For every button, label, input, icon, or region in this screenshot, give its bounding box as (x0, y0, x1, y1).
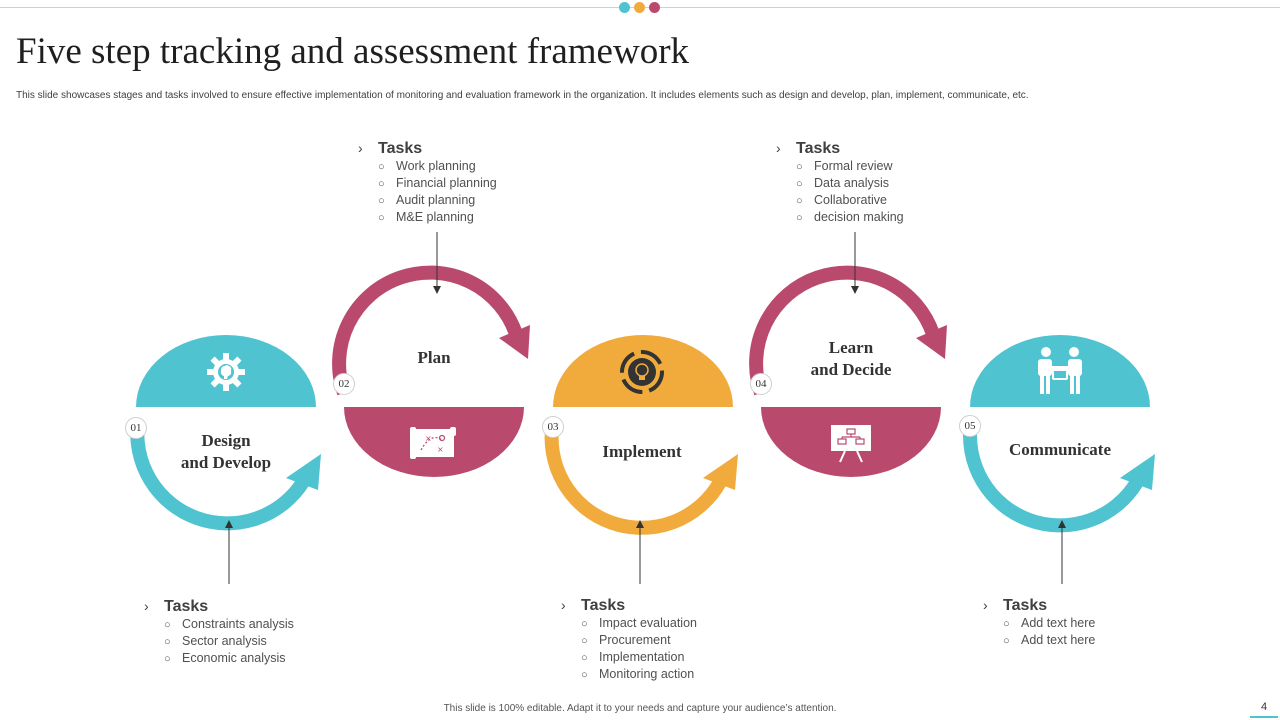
bullet-circle-icon: ○ (581, 635, 588, 647)
bullet-circle-icon: ○ (378, 212, 385, 224)
bullet-circle-icon: ○ (581, 652, 588, 664)
list-item: ○Collaborative (796, 193, 887, 207)
step-3-ring-arrow (544, 420, 727, 535)
presentation-chart-icon (831, 425, 871, 463)
list-item: ○Data analysis (796, 176, 890, 190)
chevron-right-icon: › (144, 598, 149, 614)
step-4-arrow-head (916, 325, 947, 359)
bullet-circle-icon: ○ (796, 212, 803, 224)
step-4-tasks: › Tasks ○Formal review ○Data analysis ○Co… (776, 139, 904, 226)
bullet-circle-icon: ○ (378, 195, 385, 207)
list-item: ○Work planning (378, 159, 476, 173)
step-1-label-line1: Design (201, 431, 251, 450)
list-item: ○Sector analysis (164, 634, 267, 648)
chevron-right-icon: › (358, 140, 363, 156)
step-4-task-list: ○Formal review ○Data analysis ○Collabora… (796, 158, 904, 226)
step-2-task-list: ○Work planning ○Financial planning ○Audi… (378, 158, 497, 226)
step-4-number: 04 (750, 373, 772, 395)
list-item: ○Implementation (581, 650, 685, 664)
step-1-task-list: ○Constraints analysis ○Sector analysis ○… (164, 616, 294, 667)
bullet-circle-icon: ○ (1003, 618, 1010, 630)
bullet-circle-icon: ○ (164, 636, 171, 648)
page-number-underline (1250, 716, 1278, 718)
step-5-arrow-head (1120, 454, 1155, 490)
step-3-label-line1: Implement (602, 442, 682, 461)
bullet-circle-icon: ○ (378, 178, 385, 190)
step-3-tasks: › Tasks ○Impact evaluation ○Procurement ○… (561, 596, 697, 683)
step-5-task-list: ○Add text here ○Add text here (1003, 615, 1095, 649)
step-1-number: 01 (125, 417, 147, 439)
page-number: 4 (1260, 701, 1268, 713)
bullet-circle-icon: ○ (581, 618, 588, 630)
bullet-circle-icon: ○ (796, 161, 803, 173)
step-4-ring-arrow (749, 265, 940, 396)
list-item: ○Impact evaluation (581, 616, 697, 630)
step-2-label-line1: Plan (417, 348, 451, 367)
chevron-right-icon: › (983, 597, 988, 613)
handshake-people-icon (1038, 347, 1082, 394)
list-item: ○Economic analysis (164, 651, 286, 665)
step-3-tasks-title: Tasks (581, 597, 626, 614)
dot-magenta (649, 2, 660, 13)
header-dots (619, 2, 660, 13)
bullet-circle-icon: ○ (1003, 635, 1010, 647)
list-item: ○Procurement (581, 633, 671, 647)
step-4-label-line1: Learn (828, 338, 874, 357)
step-2-ring-arrow (332, 265, 523, 396)
step-2-label: Plan (364, 347, 504, 369)
bullet-circle-icon: ○ (164, 653, 171, 665)
list-item: ○Add text here (1003, 633, 1096, 647)
step-1-tasks: › Tasks ○Constraints analysis ○Sector ana… (144, 597, 294, 667)
slide-subtitle: This slide showcases stages and tasks in… (16, 90, 1029, 101)
step-2-tasks-title: Tasks (378, 140, 423, 157)
step-4-label: Learn and Decide (781, 337, 921, 381)
strategy-board-icon: × × (410, 427, 456, 459)
list-item: ○Audit planning (378, 193, 476, 207)
step-5-label: Communicate (990, 439, 1130, 461)
list-item: ○decision making (796, 210, 904, 224)
bullet-circle-icon: ○ (164, 619, 171, 631)
step-5-label-line1: Communicate (1009, 440, 1111, 459)
list-item: ○Constraints analysis (164, 617, 294, 631)
bullet-circle-icon: ○ (796, 195, 803, 207)
step-2-tasks: › Tasks ○Work planning ○Financial plannin… (358, 139, 497, 226)
list-item: ○Formal review (796, 159, 893, 173)
list-item: ○Monitoring action (581, 667, 695, 681)
dot-teal (619, 2, 630, 13)
step-5-number: 05 (959, 415, 981, 437)
dot-orange (634, 2, 645, 13)
svg-text:×: × (425, 434, 432, 443)
chevron-right-icon: › (776, 140, 781, 156)
bullet-circle-icon: ○ (378, 161, 385, 173)
slide-title: Five step tracking and assessment framew… (16, 31, 690, 72)
step-3-number: 03 (542, 416, 564, 438)
step-4-tasks-title: Tasks (796, 140, 841, 157)
step-3-arrow-head (703, 454, 738, 490)
step-1-tasks-title: Tasks (164, 598, 209, 615)
step-1-ring-arrow (130, 421, 309, 531)
step-5-tasks-title: Tasks (1003, 597, 1048, 614)
step-5-tasks: › Tasks ○Add text here ○Add text here (983, 596, 1095, 649)
step-1-label-line2: and Develop (180, 453, 272, 472)
bullet-circle-icon: ○ (796, 178, 803, 190)
step-2-arrow-head (499, 325, 530, 359)
step-4-label-line2: and Decide (810, 360, 892, 379)
step-1-arrow-head (286, 454, 321, 490)
step-2-number: 02 (333, 373, 355, 395)
svg-text:×: × (437, 445, 444, 454)
step-3-label: Implement (572, 441, 712, 463)
slide-footer: This slide is 100% editable. Adapt it to… (443, 703, 837, 714)
list-item: ○M&E planning (378, 210, 474, 224)
list-item: ○Financial planning (378, 176, 497, 190)
step-1-label: Design and Develop (156, 430, 296, 474)
list-item: ○Add text here (1003, 616, 1096, 630)
step-5-ring-arrow (963, 420, 1143, 533)
bullet-circle-icon: ○ (581, 669, 588, 681)
idea-cycle-icon (620, 350, 664, 394)
step-3-task-list: ○Impact evaluation ○Procurement ○Impleme… (581, 615, 697, 683)
gear-brain-icon (207, 353, 245, 391)
chevron-right-icon: › (561, 597, 566, 613)
